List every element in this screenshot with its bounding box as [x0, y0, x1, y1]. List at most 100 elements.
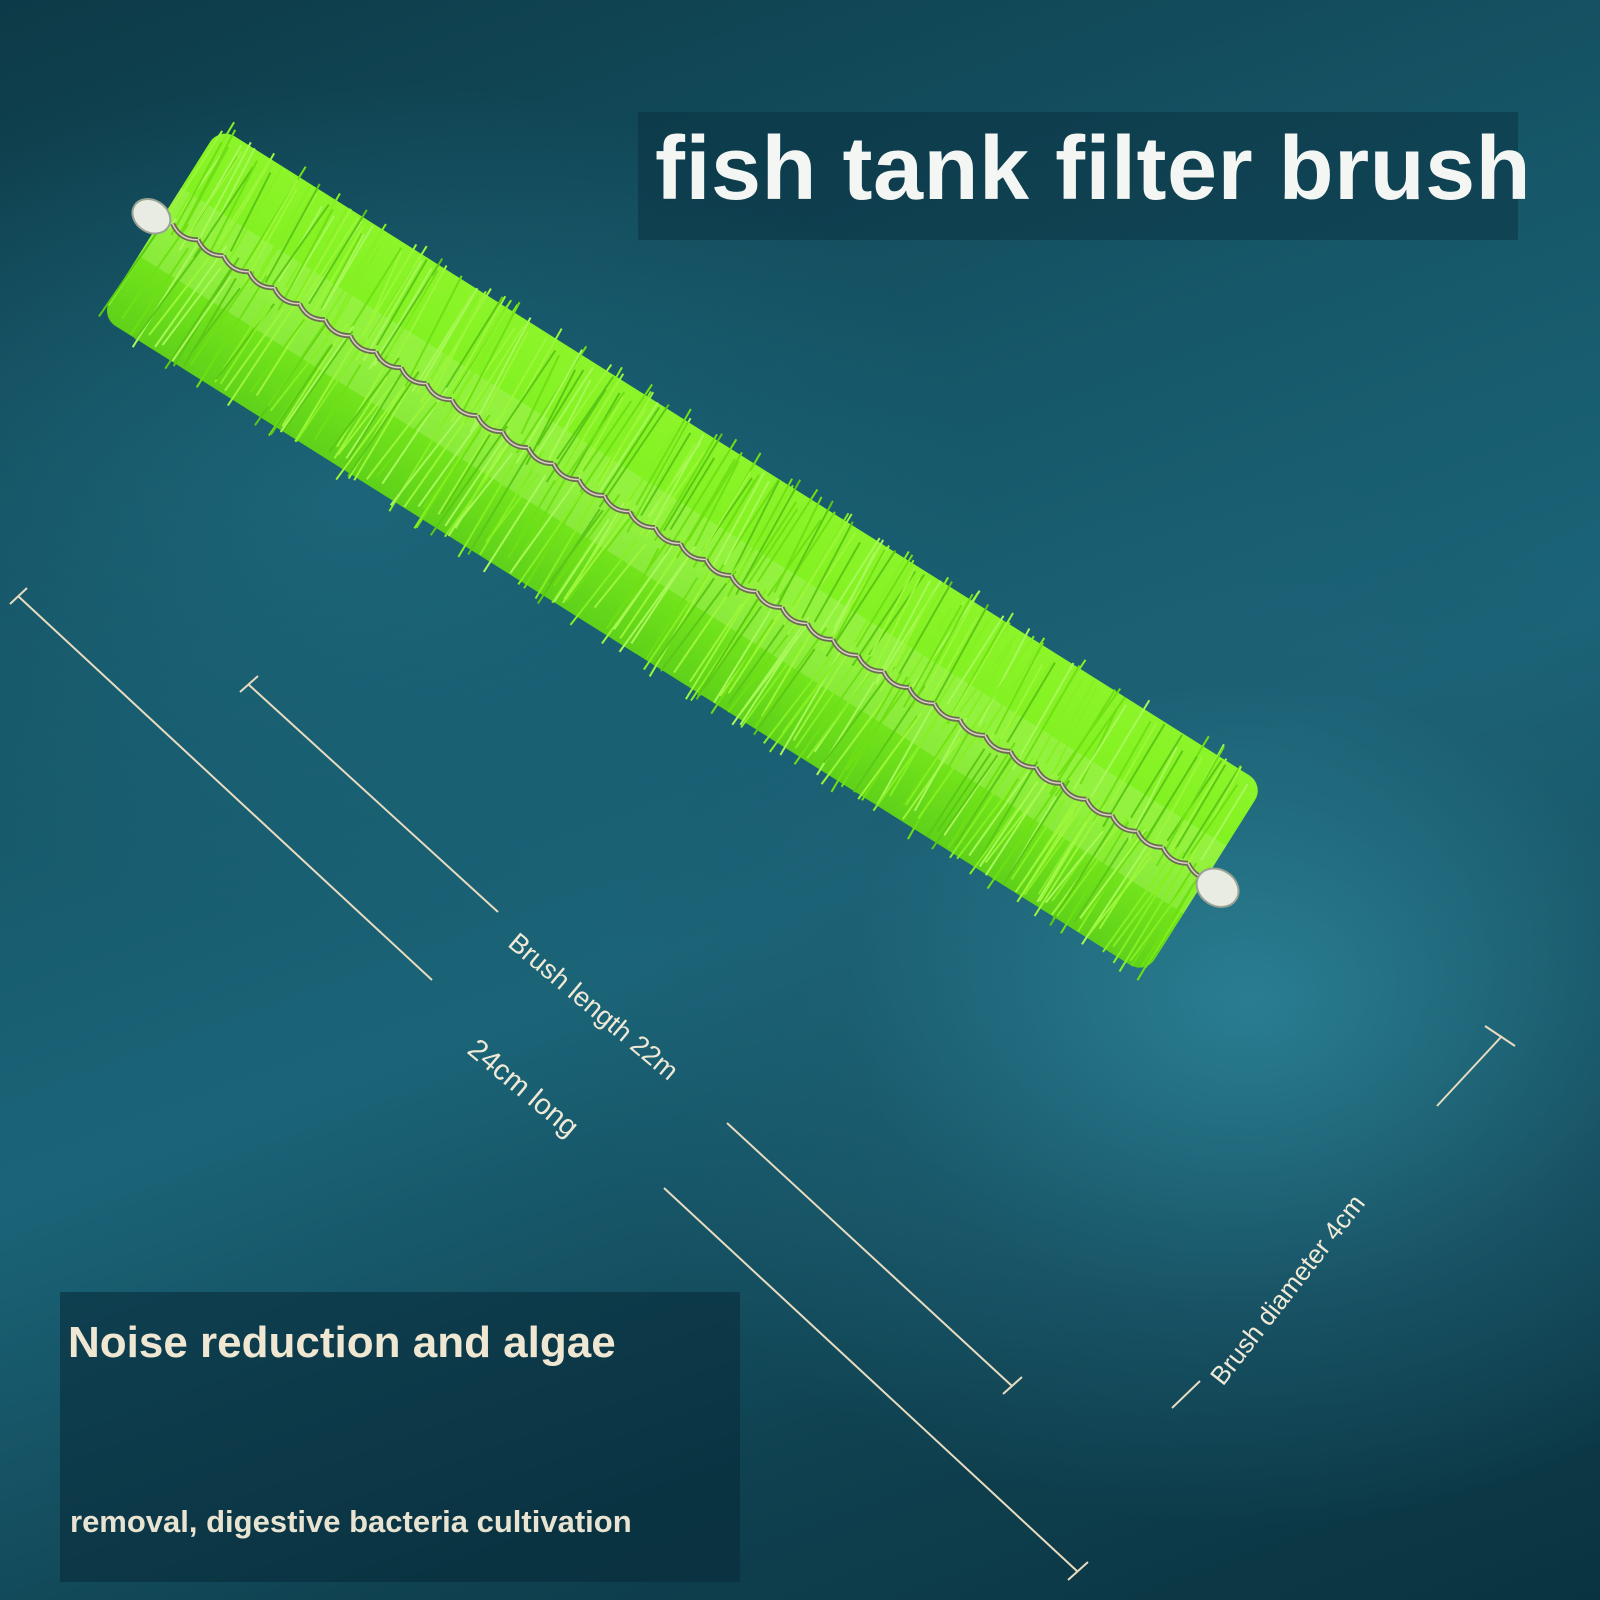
bristle	[1079, 708, 1118, 785]
bristle	[322, 223, 387, 324]
bristle	[879, 588, 936, 692]
bristle	[905, 732, 955, 806]
wire-highlight	[349, 335, 376, 353]
bristle	[553, 493, 621, 587]
bristle	[960, 643, 1013, 728]
bristle	[554, 366, 623, 486]
wire-highlight	[958, 719, 986, 737]
bristle	[949, 754, 1021, 859]
wire-highlight	[375, 351, 402, 369]
bristle	[267, 323, 326, 407]
bristle	[1022, 795, 1080, 883]
bristle	[279, 325, 355, 433]
bristle	[457, 442, 527, 558]
bristle	[444, 441, 514, 538]
wire-highlight	[400, 367, 427, 385]
bristle	[386, 275, 434, 357]
bristle	[902, 604, 963, 708]
bristle	[898, 581, 953, 675]
bristle	[726, 480, 780, 583]
bristle	[963, 635, 1035, 740]
bristle	[1092, 720, 1152, 823]
bristle	[626, 421, 690, 533]
bristle	[579, 383, 653, 493]
bristle	[189, 287, 241, 355]
bristle	[258, 197, 305, 279]
bristle	[1072, 704, 1127, 791]
bristle	[437, 417, 499, 515]
bristle	[801, 521, 854, 619]
bristle	[269, 336, 330, 412]
bristle	[697, 471, 752, 559]
bristle	[327, 246, 381, 336]
bristle	[438, 296, 504, 399]
wire-highlight	[222, 255, 249, 273]
bristle	[593, 543, 647, 609]
bristle	[869, 567, 916, 657]
bristle	[563, 500, 631, 600]
bristle	[756, 488, 819, 583]
bristle	[413, 423, 483, 529]
bristle	[417, 421, 481, 508]
bristle	[685, 592, 752, 700]
bristle	[551, 519, 608, 604]
bristle	[953, 757, 1012, 847]
bristle	[619, 546, 683, 639]
bristle	[640, 432, 692, 517]
bristle	[177, 129, 237, 238]
bristle	[565, 511, 636, 603]
bristle	[766, 519, 822, 597]
wire-highlight	[1060, 782, 1087, 801]
bristle	[553, 518, 610, 603]
bristle	[224, 308, 285, 392]
bristle	[208, 160, 259, 254]
wire-highlight	[501, 431, 529, 449]
bristle	[913, 717, 968, 812]
bristle	[829, 549, 886, 650]
bristle	[429, 425, 508, 536]
bristle	[825, 549, 897, 658]
bristle	[1023, 816, 1081, 896]
bristle	[1021, 664, 1081, 766]
bristle	[325, 233, 382, 337]
bristle	[517, 493, 582, 585]
diameter-line-lower	[1171, 1380, 1201, 1409]
bristle	[1129, 881, 1189, 962]
bristle	[449, 312, 510, 410]
bristle	[1090, 699, 1151, 798]
bristle	[536, 366, 594, 455]
end-cap-bottom	[1195, 867, 1240, 908]
bristle	[1079, 829, 1147, 919]
wire-highlight	[451, 399, 478, 417]
bristle	[819, 537, 881, 632]
bristle-tufts	[98, 121, 1249, 981]
bristle	[648, 433, 705, 534]
wire-highlight	[476, 415, 503, 433]
bristle	[193, 166, 254, 258]
bristle	[268, 344, 332, 437]
bristle	[229, 171, 272, 252]
bristle	[902, 721, 960, 807]
bristle	[907, 729, 971, 840]
bristle	[249, 179, 299, 263]
brush-length-line-lower	[726, 1122, 1013, 1387]
bristle	[195, 275, 268, 388]
bristle	[787, 532, 857, 636]
bristle	[794, 662, 856, 749]
bristle	[244, 188, 298, 283]
bristle	[675, 458, 736, 559]
bristle	[978, 628, 1031, 726]
bristle	[1044, 830, 1104, 904]
bristle	[520, 354, 561, 435]
wire-highlight	[578, 479, 605, 497]
bristle	[855, 559, 915, 668]
end-cap-top	[131, 198, 172, 235]
dimension-lines	[9, 587, 1516, 1581]
bristle	[857, 711, 923, 800]
wire-highlight	[527, 447, 554, 465]
bristle	[375, 401, 438, 478]
wire-highlight	[755, 591, 782, 609]
brush-length-line-upper	[247, 683, 499, 913]
bristle	[710, 618, 775, 715]
